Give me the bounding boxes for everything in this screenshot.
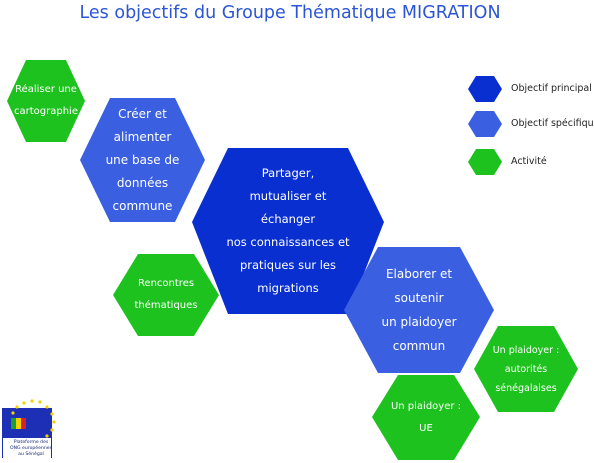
hex-partager-mutualiser[interactable] (192, 148, 384, 314)
node-text-line: mutualiser et (249, 189, 327, 203)
node-text-line: UE (419, 422, 433, 434)
node-text-line: commune (112, 198, 173, 213)
legend-label-specifique: Objectif spécifique (511, 118, 594, 129)
hex-realiser-cartographie[interactable] (7, 60, 85, 142)
logo-caption-line: Plateforme des (13, 440, 49, 445)
hex-creer-base-donnees[interactable] (80, 98, 205, 222)
node-text-line: sénégalaises (495, 382, 557, 394)
node-text-line: autorités (504, 363, 548, 375)
node-text-line: thématiques (134, 300, 198, 311)
logo-caption-line: ONG européennes (9, 446, 53, 451)
node-text-5: Un plaidoyer : autorités sénégalaises (476, 328, 576, 410)
node-text-line: Rencontres (137, 278, 195, 289)
node-text-line: une base de (105, 152, 180, 167)
node-text-line: données (116, 175, 169, 190)
node-text-line: Un plaidoyer : (390, 400, 462, 412)
platform-logo (2, 399, 56, 458)
node-text-line: un plaidoyer (381, 315, 457, 329)
node-text-line: Un plaidoyer : (492, 344, 560, 356)
page-title: Les objectifs du Groupe Thématique MIGRA… (79, 3, 501, 23)
node-text-line: nos connaissances et (226, 235, 350, 249)
logo-caption-line: au Sénégal (18, 452, 44, 457)
legend-swatch-principal (468, 76, 502, 102)
node-text-3: Rencontres thématiques (114, 256, 218, 334)
legend-label-activite: Activité (511, 156, 547, 167)
node-text-line: échanger (260, 212, 316, 226)
node-text-line: cartographie (14, 106, 78, 117)
node-text-line: soutenir (394, 291, 444, 305)
legend-swatch-activite (468, 149, 502, 175)
node-text-line: Elaborer et (385, 267, 453, 281)
node-text-6: Un plaidoyer : UE (374, 377, 478, 458)
hex-elaborer-plaidoyer[interactable] (344, 247, 494, 373)
stars-ring-icon (11, 399, 56, 438)
node-text-4: Elaborer et soutenir un plaidoyer commun (346, 249, 492, 371)
node-text-line: Créer et (118, 106, 167, 121)
node-text-line: Partager, (261, 166, 315, 180)
node-text-0: Réaliser une cartographie (8, 62, 84, 140)
node-text-line: pratiques sur les (239, 258, 336, 272)
node-text-line: alimenter (113, 129, 172, 144)
senegal-flag-icon (11, 418, 26, 429)
node-text-2: Partager, mutualiser et échanger nos connai… (194, 150, 382, 312)
legend-swatch-specifique (468, 111, 502, 137)
node-text-line: Réaliser une (15, 84, 77, 95)
legend-label-principal: Objectif principal (511, 83, 592, 94)
node-text-1: Créer et alimenter une base de données commu… (82, 100, 203, 220)
hex-rencontres-thematiques[interactable] (113, 254, 219, 336)
hex-plaidoyer-ue[interactable] (372, 375, 480, 460)
node-text-line: commun (392, 339, 446, 353)
node-text-line: migrations (257, 281, 319, 295)
hex-plaidoyer-autorites[interactable] (474, 326, 578, 412)
